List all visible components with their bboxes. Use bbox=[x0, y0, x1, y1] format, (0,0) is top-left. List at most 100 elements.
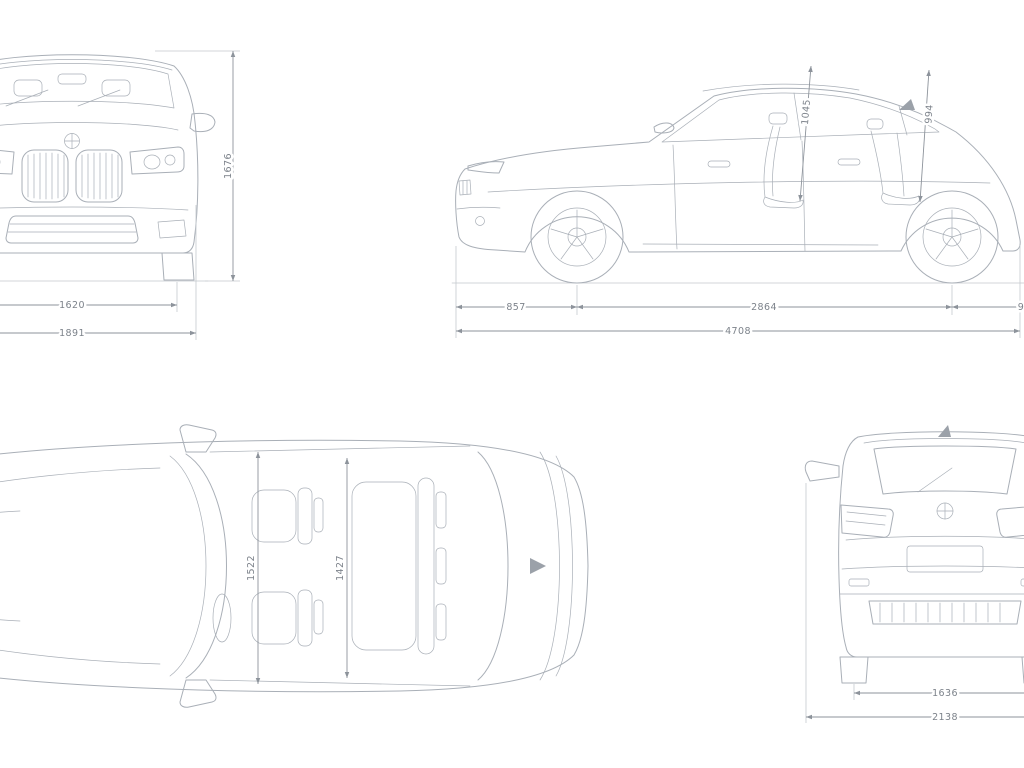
front-grille-left bbox=[21, 149, 69, 203]
side-fog-light bbox=[475, 216, 485, 226]
front-view: 1676 1620 1891 bbox=[0, 50, 240, 342]
front-rearview-mirror bbox=[57, 73, 87, 85]
rear-bumper-top-line bbox=[841, 565, 1024, 570]
side-roof-rail bbox=[702, 83, 860, 92]
top-steering-wheel bbox=[212, 593, 232, 643]
top-antenna-fin-icon bbox=[530, 558, 546, 574]
side-rear-wheel bbox=[905, 190, 999, 284]
dim-top-rear-width-label: 1427 bbox=[335, 555, 346, 581]
side-rear-seat bbox=[866, 118, 920, 206]
front-hood-crease bbox=[0, 122, 179, 131]
dim-side-length-label: 4708 bbox=[725, 326, 751, 337]
dim-side-front-headroom-line bbox=[798, 65, 813, 202]
top-body-outline bbox=[0, 439, 589, 693]
dim-top-front-width-label: 1522 bbox=[246, 555, 257, 581]
rear-taillight-right bbox=[996, 506, 1024, 538]
side-headlight bbox=[467, 161, 505, 174]
wheel-tire bbox=[905, 190, 999, 284]
seat-backrest bbox=[297, 487, 313, 545]
dim-front-track-label: 1620 bbox=[59, 300, 85, 311]
top-rear-window-arc bbox=[477, 451, 509, 681]
top-rear-bumper-arc bbox=[555, 455, 573, 677]
top-front-seat-lower bbox=[251, 589, 324, 647]
front-wiper-left-icon bbox=[5, 89, 49, 107]
rear-wiper-icon bbox=[917, 467, 953, 493]
side-window-outline bbox=[661, 92, 940, 143]
side-quarter-cut bbox=[896, 132, 905, 197]
front-tire-right bbox=[161, 252, 195, 281]
front-headrest-left bbox=[13, 79, 43, 97]
seat-cushion bbox=[881, 192, 920, 206]
side-front-seat bbox=[763, 112, 804, 209]
rear-diffuser bbox=[868, 600, 1022, 625]
top-roof-edge-top bbox=[209, 445, 471, 453]
seat-headrest bbox=[313, 599, 324, 635]
wheel-rim bbox=[922, 207, 982, 267]
rear-taillight-left-lines bbox=[845, 511, 887, 526]
rear-reflector-left bbox=[848, 578, 870, 587]
front-headrest-right bbox=[101, 79, 131, 97]
top-hood-line-bottom bbox=[0, 649, 161, 665]
seat-backrest bbox=[297, 589, 313, 647]
seat-backrest bbox=[870, 130, 884, 194]
side-view: 1045 994 857 2864 9 4708 bbox=[451, 65, 1024, 340]
top-rear-bench bbox=[351, 477, 447, 655]
front-grille-right bbox=[75, 149, 123, 203]
side-bumper-crease bbox=[456, 206, 501, 210]
side-door-cut-front bbox=[672, 144, 678, 250]
rear-window bbox=[873, 445, 1017, 495]
side-front-wheel bbox=[530, 190, 624, 284]
rear-reflector-right bbox=[1020, 578, 1024, 587]
side-mirror bbox=[653, 122, 675, 134]
top-view: 1522 1427 bbox=[0, 424, 589, 708]
top-front-seat-upper bbox=[251, 487, 324, 545]
wheel-rim bbox=[547, 207, 607, 267]
top-mirror-bottom bbox=[179, 679, 217, 708]
seat-headrest bbox=[313, 497, 324, 533]
front-roundel-icon bbox=[64, 133, 80, 149]
front-headlight-left bbox=[0, 150, 15, 175]
bench-cushion bbox=[351, 481, 417, 651]
dim-side-front-overhang-label: 857 bbox=[506, 302, 525, 313]
seat-cushion bbox=[251, 489, 297, 543]
dim-front-width-label: 1891 bbox=[59, 328, 85, 339]
rear-roundel-icon bbox=[936, 502, 954, 520]
front-roof-line bbox=[0, 59, 173, 71]
front-side-mirror-right bbox=[189, 112, 216, 133]
front-body-outline bbox=[0, 54, 199, 254]
side-antenna-fin-icon bbox=[899, 99, 915, 110]
seat-headrest bbox=[866, 118, 884, 130]
top-tailgate-arc bbox=[539, 451, 560, 681]
dim-rear-track-label: 1636 bbox=[932, 688, 958, 699]
front-headlight-right-lens-small bbox=[164, 154, 176, 166]
top-grille-arc-bottom bbox=[0, 619, 21, 622]
bench-backrest bbox=[417, 477, 435, 655]
bench-headrest-right bbox=[435, 603, 447, 641]
dim-side-rear-headroom-line bbox=[918, 69, 931, 203]
side-sill-line bbox=[642, 243, 879, 246]
front-headlight-right bbox=[129, 146, 185, 175]
front-windshield bbox=[0, 63, 175, 109]
front-bumper-line bbox=[0, 206, 189, 211]
rear-body-outline bbox=[838, 431, 1024, 658]
front-intake-slats bbox=[7, 223, 137, 233]
dim-front-height-label: 1676 bbox=[223, 153, 234, 179]
bench-headrest-left bbox=[435, 491, 447, 529]
rear-license-plate bbox=[906, 545, 984, 573]
rear-view: 1636 2138 bbox=[804, 425, 1024, 726]
top-mirror-top bbox=[179, 424, 217, 453]
front-headlight-right-lens bbox=[143, 154, 161, 170]
dim-rear-width-label: 2138 bbox=[932, 712, 958, 723]
side-grille bbox=[458, 179, 472, 196]
wheel-tire bbox=[530, 190, 624, 284]
top-roof-edge-bottom bbox=[209, 679, 471, 687]
rear-diffuser-slats bbox=[879, 602, 1001, 623]
top-grille-arc-top bbox=[0, 510, 21, 513]
front-wiper-right-icon bbox=[77, 89, 121, 107]
seat-cushion bbox=[763, 196, 804, 209]
top-cowl-arc bbox=[169, 455, 207, 677]
rear-taillight-left bbox=[840, 504, 894, 538]
seat-cushion bbox=[251, 591, 297, 645]
